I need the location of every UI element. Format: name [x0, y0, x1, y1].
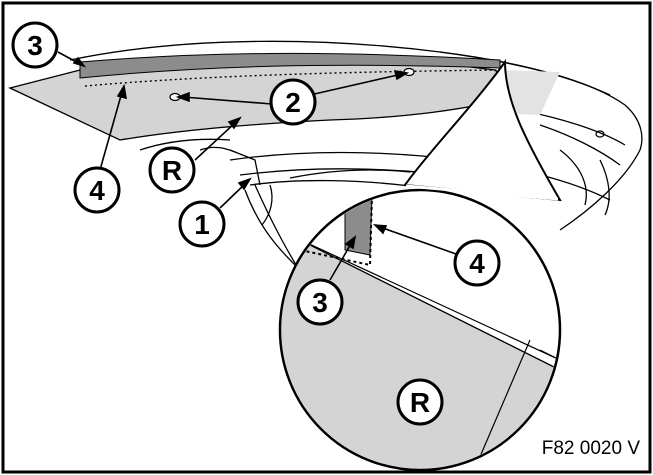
callout-1: 1	[178, 200, 226, 248]
svg-text:4: 4	[469, 248, 485, 279]
callout-r-detail: R	[396, 378, 444, 426]
svg-text:R: R	[162, 155, 182, 186]
callout-4-main: 4	[73, 166, 121, 214]
callout-3-main: 3	[11, 21, 59, 69]
svg-text:2: 2	[285, 87, 301, 118]
svg-text:3: 3	[312, 287, 328, 318]
svg-text:R: R	[410, 387, 430, 418]
figure-code: F82 0020 V	[542, 438, 641, 459]
svg-text:1: 1	[194, 209, 210, 240]
svg-text:3: 3	[27, 30, 43, 61]
callout-r-main: R	[148, 146, 196, 194]
svg-text:4: 4	[89, 175, 105, 206]
callout-2: 2	[269, 78, 317, 126]
callout-4-detail: 4	[453, 239, 501, 287]
callout-3-detail: 3	[296, 278, 344, 326]
leader-lines	[57, 51, 457, 281]
